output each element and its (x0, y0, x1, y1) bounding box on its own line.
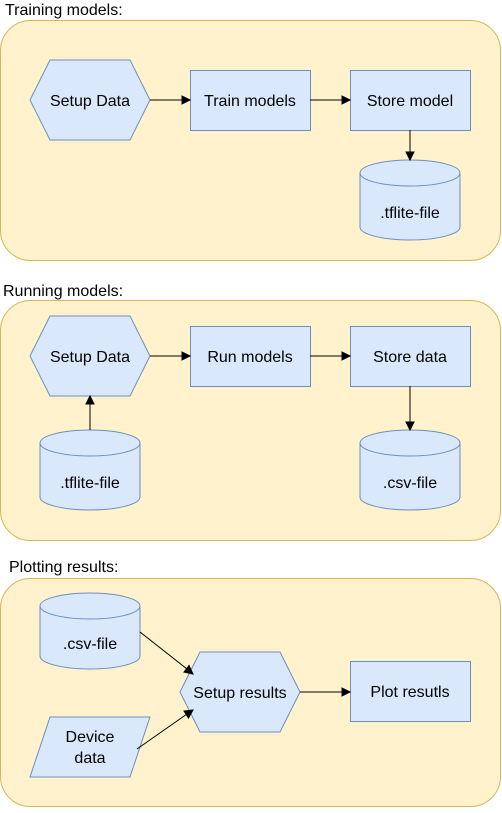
edge-run-models-to-store (310, 351, 352, 361)
node-plot-setup-results[interactable]: Setup results (179, 651, 301, 733)
edge-plot-device-to-setup (136, 709, 194, 750)
node-label: .tflite-file (380, 205, 440, 222)
node-label: .csv-file (383, 475, 437, 492)
node-train-tflite-file[interactable]: .tflite-file (359, 159, 461, 241)
node-plot-device-data[interactable]: Device data (29, 716, 151, 778)
node-label: Setup Data (50, 93, 130, 110)
node-label: Setup results (193, 685, 286, 702)
node-run-models[interactable]: Run models (190, 326, 311, 387)
node-run-store-data[interactable]: Store data (350, 326, 471, 387)
node-train-store-model[interactable]: Store model (350, 70, 471, 131)
edge-run-setup-to-models (150, 351, 192, 361)
node-label: .csv-file (63, 636, 117, 653)
section-title-plotting: Plotting results: (9, 559, 118, 576)
node-label: Store data (373, 349, 447, 366)
node-train-models[interactable]: Train models (190, 70, 311, 131)
node-label: Train models (204, 93, 296, 110)
node-plot-csv-file[interactable]: .csv-file (39, 592, 141, 670)
node-run-csv-file[interactable]: .csv-file (359, 429, 461, 511)
node-label: Store model (367, 93, 453, 110)
node-label-line-1: Device (66, 729, 115, 746)
edge-plot-csv-to-setup (139, 631, 194, 675)
edge-run-tflite-to-setup (85, 394, 95, 430)
edge-store-model-to-tflite (405, 130, 415, 162)
edge-plot-setup-to-results (300, 687, 352, 697)
section-title-running: Running models: (3, 283, 123, 300)
edge-train-setup-to-train (150, 95, 192, 105)
node-run-setup-data[interactable]: Setup Data (29, 315, 151, 397)
node-plot-results[interactable]: Plot resutls (350, 661, 471, 722)
node-label: Setup Data (50, 349, 130, 366)
section-title-training: Training models: (5, 2, 123, 19)
edge-train-models-to-store (310, 95, 352, 105)
node-run-tflite-file[interactable]: .tflite-file (39, 429, 141, 511)
node-label-line-2: data (74, 750, 105, 767)
node-label: .tflite-file (60, 475, 120, 492)
node-train-setup-data[interactable]: Setup Data (29, 59, 151, 141)
node-label: Run models (207, 349, 292, 366)
edge-run-store-to-csv (405, 386, 415, 432)
node-label: Plot resutls (370, 684, 449, 701)
